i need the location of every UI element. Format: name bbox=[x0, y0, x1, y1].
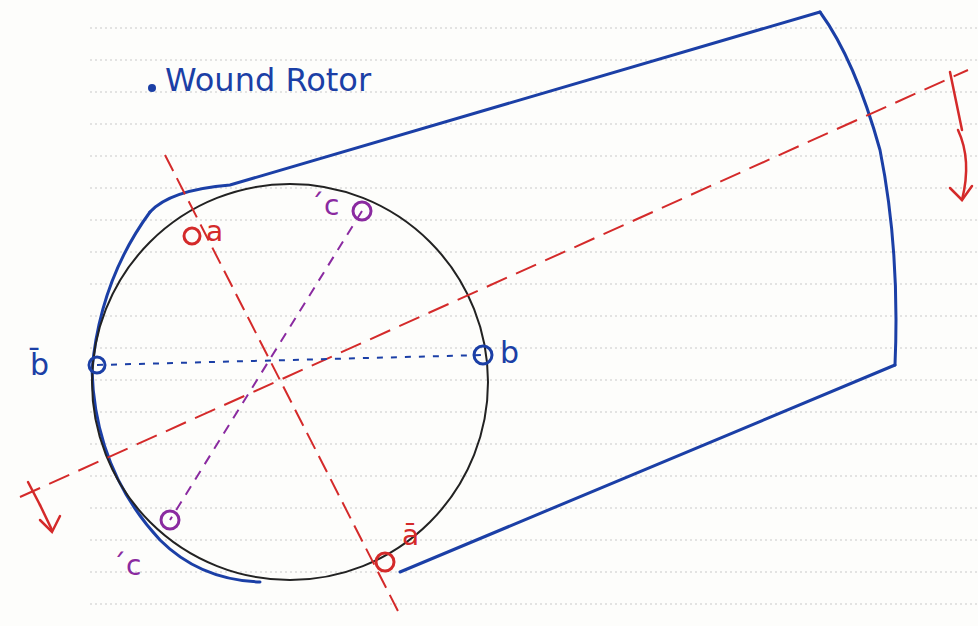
axis-lines bbox=[20, 70, 968, 615]
cylinder-outline bbox=[92, 12, 896, 582]
conductor-label: b̄ bbox=[30, 350, 49, 380]
conductor-label: ´c bbox=[112, 552, 141, 580]
conductor-label: ´c bbox=[310, 192, 339, 220]
conductor-label: ā bbox=[402, 522, 419, 550]
rotor-end-circle bbox=[92, 184, 488, 580]
title-note: Wound Rotor bbox=[165, 64, 371, 96]
bullet bbox=[148, 84, 156, 92]
conductor-label: a bbox=[206, 218, 223, 246]
rotation-arrows bbox=[28, 72, 972, 532]
conductors bbox=[89, 202, 492, 571]
paper-lines bbox=[90, 28, 978, 604]
conductor-label: b bbox=[500, 338, 519, 368]
